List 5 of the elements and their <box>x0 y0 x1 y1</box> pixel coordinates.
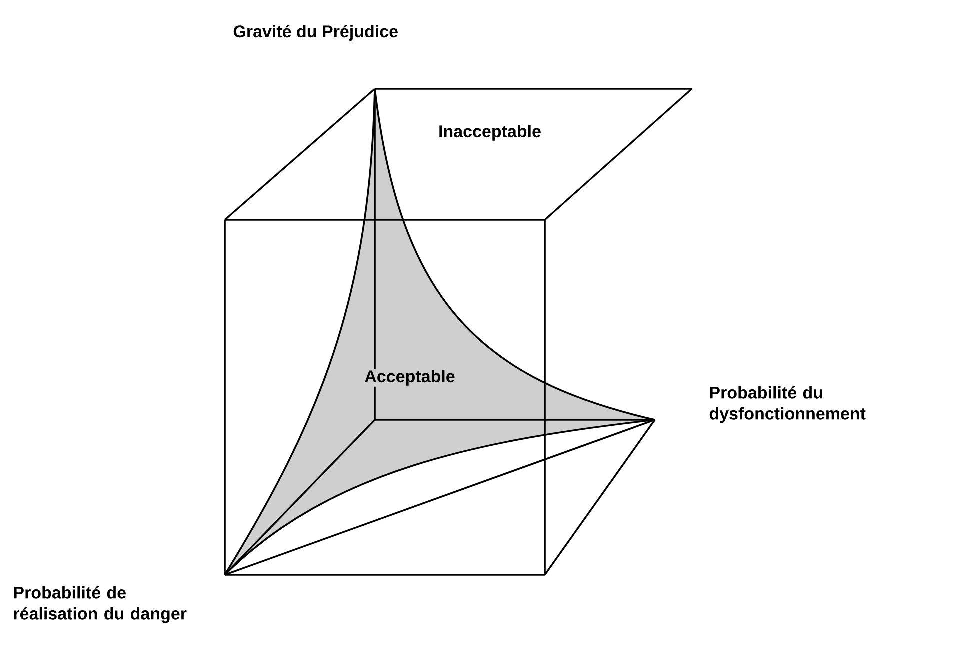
region-label: Inacceptable <box>438 124 542 142</box>
axis-label: Gravité du Préjudice <box>234 25 398 41</box>
region-label: Acceptable <box>364 369 456 387</box>
axis-label: Probabilité de réalisation du danger <box>14 586 187 624</box>
axis-label: Probabilité du dysfonctionnement <box>710 386 866 424</box>
